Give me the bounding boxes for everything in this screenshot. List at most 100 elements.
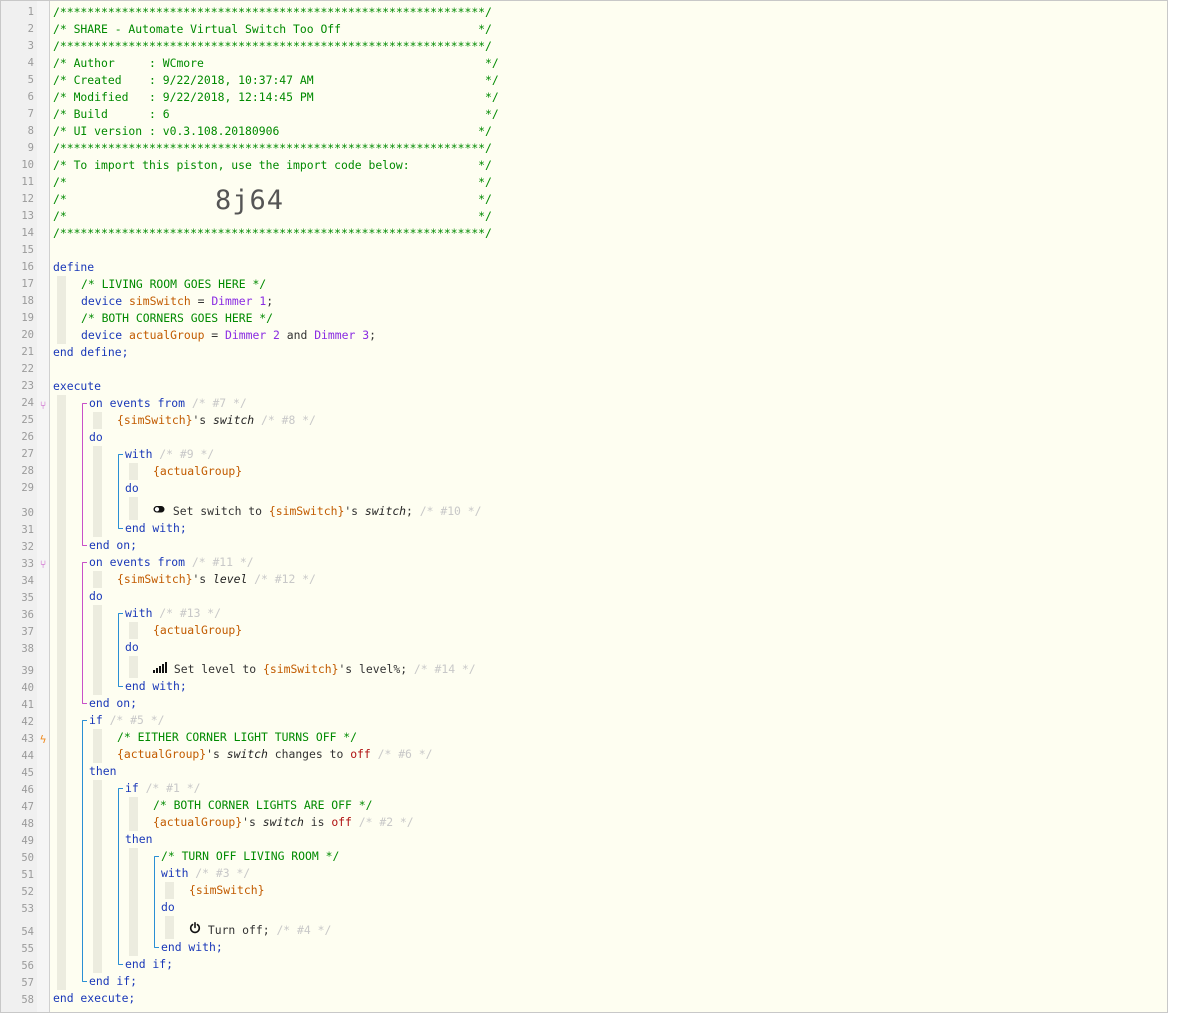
do-keyword[interactable]: do bbox=[125, 640, 139, 654]
indent-guide bbox=[129, 463, 138, 480]
line-number: 30 bbox=[21, 507, 34, 519]
task-turn-off[interactable]: Turn off; /* #4 */ bbox=[189, 922, 331, 939]
line-number: 43 bbox=[21, 733, 34, 745]
indent-guide bbox=[93, 446, 102, 537]
line-number: 22 bbox=[21, 363, 34, 375]
define-keyword[interactable]: define bbox=[53, 260, 95, 274]
do-keyword[interactable]: do bbox=[89, 430, 103, 444]
line-number: 40 bbox=[21, 682, 34, 694]
if-statement-5[interactable]: if /* #5 */ bbox=[89, 713, 165, 727]
device-declaration-actualgroup[interactable]: device actualGroup = Dimmer 2 and Dimmer… bbox=[81, 328, 376, 342]
if-statement-1[interactable]: if /* #1 */ bbox=[125, 781, 201, 795]
trigger-branch-icon[interactable]: ⑂ bbox=[39, 399, 47, 412]
line-number: 34 bbox=[21, 575, 34, 587]
line-number: 24 bbox=[21, 397, 34, 409]
task-set-switch[interactable]: Set switch to {simSwitch}'s switch; /* #… bbox=[153, 503, 482, 520]
end-on-keyword[interactable]: end on; bbox=[89, 538, 138, 552]
line-number: 57 bbox=[21, 977, 34, 989]
line-number: 53 bbox=[21, 903, 34, 915]
line-number: 4 bbox=[27, 57, 34, 69]
line-number: 38 bbox=[21, 643, 34, 655]
end-with-keyword[interactable]: end with; bbox=[125, 521, 187, 535]
line-number: 26 bbox=[21, 431, 34, 443]
line-number: 18 bbox=[21, 295, 34, 307]
do-keyword[interactable]: do bbox=[125, 481, 139, 495]
line-number: 21 bbox=[21, 346, 34, 358]
line-number: 46 bbox=[21, 784, 34, 796]
line-number: 55 bbox=[21, 943, 34, 955]
condition-changes-to-off[interactable]: {actualGroup}'s switch changes to off /*… bbox=[117, 747, 433, 761]
header-blank: /* */ bbox=[53, 175, 492, 189]
indent-guide bbox=[57, 276, 66, 344]
end-if-keyword[interactable]: end if; bbox=[125, 957, 174, 971]
header-stars: /***************************************… bbox=[53, 141, 492, 155]
indent-guide bbox=[93, 412, 102, 429]
line-number: 6 bbox=[27, 91, 34, 103]
line-number: 45 bbox=[21, 767, 34, 779]
comment-turn-off-living[interactable]: /* TURN OFF LIVING ROOM */ bbox=[161, 849, 340, 863]
line-number: 1 bbox=[27, 6, 34, 18]
execute-keyword[interactable]: execute bbox=[53, 379, 102, 393]
then-keyword[interactable]: then bbox=[125, 832, 153, 846]
header-created: /* Created : 9/22/2018, 10:37:47 AM */ bbox=[53, 73, 499, 87]
with-statement-9[interactable]: with /* #9 */ bbox=[125, 447, 215, 461]
do-keyword[interactable]: do bbox=[89, 589, 103, 603]
on-events-from-1[interactable]: on events from /* #7 */ bbox=[89, 396, 247, 410]
comment-both-corners[interactable]: /* BOTH CORNERS GOES HERE */ bbox=[81, 311, 274, 325]
line-number: 7 bbox=[27, 108, 34, 120]
trigger-branch-icon[interactable]: ⑂ bbox=[39, 558, 47, 571]
header-stars: /***************************************… bbox=[53, 5, 492, 19]
line-number: 31 bbox=[21, 524, 34, 536]
task-set-level[interactable]: Set level to {simSwitch}'s level%; /* #1… bbox=[153, 661, 476, 678]
indent-guide bbox=[129, 848, 138, 956]
line-number: 37 bbox=[21, 626, 34, 638]
line-number: 52 bbox=[21, 886, 34, 898]
indent-guide bbox=[93, 605, 102, 695]
line-number: 51 bbox=[21, 869, 34, 881]
event-trigger-simswitch-level[interactable]: {simSwitch}'s level /* #12 */ bbox=[117, 572, 316, 586]
device-declaration-simswitch[interactable]: device simSwitch = Dimmer 1; bbox=[81, 294, 274, 308]
line-number: 19 bbox=[21, 312, 34, 324]
do-keyword[interactable]: do bbox=[161, 900, 175, 914]
line-number: 33 bbox=[21, 558, 34, 570]
comment-both-off[interactable]: /* BOTH CORNER LIGHTS ARE OFF */ bbox=[153, 798, 373, 812]
line-number: 13 bbox=[21, 210, 34, 222]
line-number: 20 bbox=[21, 329, 34, 341]
signal-level-icon bbox=[153, 661, 167, 678]
line-number: 48 bbox=[21, 818, 34, 830]
with-statement-13[interactable]: with /* #13 */ bbox=[125, 606, 222, 620]
end-on-keyword[interactable]: end on; bbox=[89, 696, 138, 710]
header-blank: /* */ bbox=[53, 209, 492, 223]
line-number: 49 bbox=[21, 835, 34, 847]
line-number: 2 bbox=[27, 23, 34, 35]
import-code[interactable]: 8j64 bbox=[215, 185, 285, 216]
condition-is-off[interactable]: {actualGroup}'s switch is off /* #2 */ bbox=[153, 815, 414, 829]
end-if-keyword[interactable]: end if; bbox=[89, 974, 138, 988]
end-define-keyword[interactable]: end define; bbox=[53, 345, 129, 359]
marker-gutter bbox=[37, 1, 50, 1012]
if-block-bracket bbox=[118, 788, 123, 965]
line-number: 39 bbox=[21, 665, 34, 677]
simswitch-ref[interactable]: {simSwitch} bbox=[189, 883, 265, 897]
on-events-from-2[interactable]: on events from /* #11 */ bbox=[89, 555, 254, 569]
event-trigger-simswitch-switch[interactable]: {simSwitch}'s switch /* #8 */ bbox=[117, 413, 316, 427]
actualgroup-ref[interactable]: {actualGroup} bbox=[153, 623, 243, 637]
header-import-line: /* To import this piston, use the import… bbox=[53, 158, 492, 172]
lightning-icon[interactable]: ϟ bbox=[39, 733, 47, 746]
line-number: 41 bbox=[21, 699, 34, 711]
with-statement-3[interactable]: with /* #3 */ bbox=[161, 866, 251, 880]
end-execute-keyword[interactable]: end execute; bbox=[53, 991, 136, 1005]
actualgroup-ref[interactable]: {actualGroup} bbox=[153, 464, 243, 478]
end-with-keyword[interactable]: end with; bbox=[161, 940, 223, 954]
line-number: 58 bbox=[21, 994, 34, 1006]
indent-guide bbox=[93, 729, 102, 763]
comment-either-corner[interactable]: /* EITHER CORNER LIGHT TURNS OFF */ bbox=[117, 730, 358, 744]
comment-living-room[interactable]: /* LIVING ROOM GOES HERE */ bbox=[81, 277, 267, 291]
end-with-keyword[interactable]: end with; bbox=[125, 679, 187, 693]
then-keyword[interactable]: then bbox=[89, 764, 117, 778]
with-block-bracket bbox=[118, 613, 123, 687]
code-area bbox=[50, 1, 1167, 1012]
line-number: 54 bbox=[21, 926, 34, 938]
indent-guide bbox=[93, 780, 102, 973]
power-icon bbox=[189, 922, 201, 939]
